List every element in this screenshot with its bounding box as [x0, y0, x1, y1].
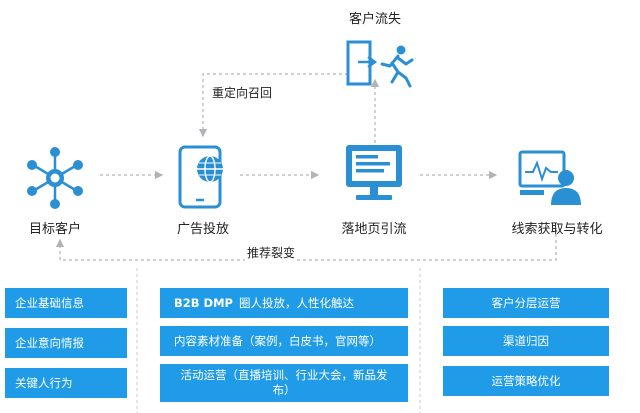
node-label-landing: 落地页引流: [341, 222, 407, 237]
middle-box-2-text: 内容素材准备（案例，白皮书，官网等）: [174, 333, 381, 348]
arrow-leads-to-target-referral: [55, 228, 557, 261]
analytics-user-icon: [518, 150, 581, 205]
node-label-churn: 客户流失: [348, 12, 402, 27]
middle-box-3-text: 活动运营（直播培训、行业大会，新品发布）: [180, 368, 388, 397]
flow-arrows: [55, 73, 557, 261]
exit-runner-icon: [346, 40, 414, 88]
mobile-globe-icon: [178, 145, 223, 209]
right-box-2: 渠道归因: [443, 326, 609, 356]
right-box-3: 运营策略优化: [443, 366, 609, 396]
left-box-1: 企业基础信息: [5, 288, 127, 318]
middle-box-3: 活动运营（直播培训、行业大会，新品发布）: [160, 364, 408, 402]
edge-label-referral: 推荐裂变: [245, 244, 298, 261]
left-box-3: 关键人行为: [5, 368, 127, 398]
network-hub-icon: [27, 147, 83, 209]
monitor-icon: [346, 145, 402, 200]
middle-box-1: B2B DMP 圈人投放，人性化触达: [160, 288, 408, 318]
arrow-churn-to-ads-retarget: [198, 73, 348, 138]
edge-label-retarget: 重定向召回: [212, 86, 273, 100]
middle-box-2: 内容素材准备（案例，白皮书，官网等）: [160, 326, 408, 356]
middle-box-1-text: 圈人投放，人性化触达: [238, 295, 354, 310]
left-box-2: 企业意向情报: [5, 328, 127, 358]
node-label-ads: 广告投放: [176, 222, 230, 237]
right-box-1: 客户分层运营: [443, 288, 609, 318]
b2b-dmp-tag: B2B DMP: [174, 295, 233, 310]
node-label-leads: 线索获取与转化: [511, 222, 603, 237]
node-label-target: 目标客户: [28, 222, 82, 237]
